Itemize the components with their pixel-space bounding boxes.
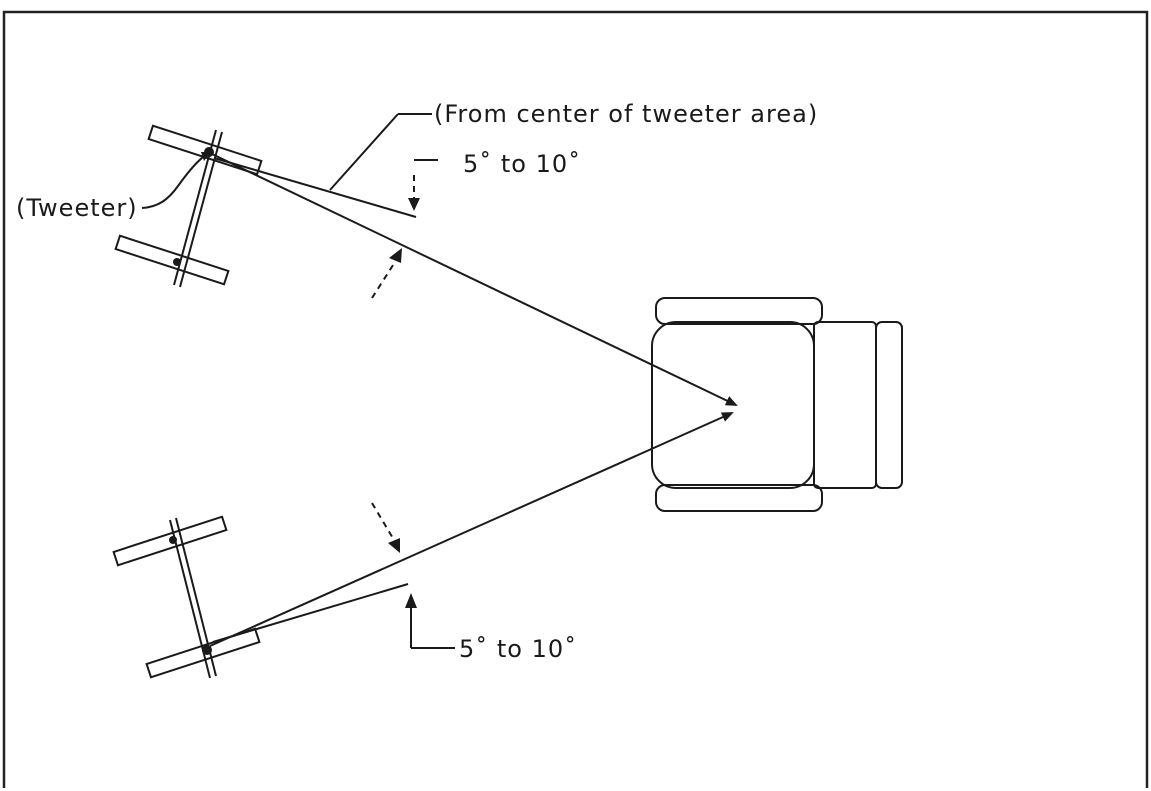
- armchair-back: [813, 321, 877, 489]
- tweeter-center-leader-diagonal: [329, 113, 399, 191]
- bottom-angle-arrowhead-up: [405, 593, 417, 608]
- diagram-frame: [2, 10, 1149, 788]
- top-angle-arrowhead-up: [389, 248, 402, 263]
- top-angle-label: 5˚ to 10˚: [463, 150, 581, 178]
- top-axis-arrow: [211, 153, 738, 406]
- armchair: [651, 297, 903, 512]
- top-facing-line: [213, 157, 417, 218]
- armchair-bottom-arm: [655, 484, 823, 512]
- top-woofer-dot: [173, 258, 181, 266]
- bottom-angle-arrowhead-down: [388, 538, 400, 553]
- tweeter-center-label: (From center of tweeter area): [434, 100, 818, 128]
- tweeter-leader: [141, 153, 208, 209]
- bottom-facing-line: [212, 583, 409, 643]
- tweeter-leader-arrowhead: [201, 152, 211, 161]
- bottom-speaker: [112, 515, 261, 679]
- armchair-top-arm: [655, 297, 823, 325]
- top-speaker-lower-wing: [114, 234, 230, 286]
- bottom-woofer-dot: [169, 536, 177, 544]
- top-angle-arrowhead-down: [408, 198, 420, 211]
- tweeter-label: (Tweeter): [16, 194, 138, 222]
- bottom-axis-arrow: [209, 412, 734, 647]
- bottom-angle-dashed-upper: [371, 502, 395, 541]
- armchair-backrest: [875, 321, 903, 489]
- bottom-angle-label: 5˚ to 10˚: [459, 635, 577, 663]
- top-angle-lower-dashed: [371, 261, 396, 299]
- top-speaker: [114, 124, 263, 288]
- top-angle-dimension: [371, 159, 438, 299]
- bottom-angle-dimension: [371, 502, 455, 649]
- bottom-tweeter-dot: [202, 645, 212, 655]
- armchair-seat: [651, 321, 815, 489]
